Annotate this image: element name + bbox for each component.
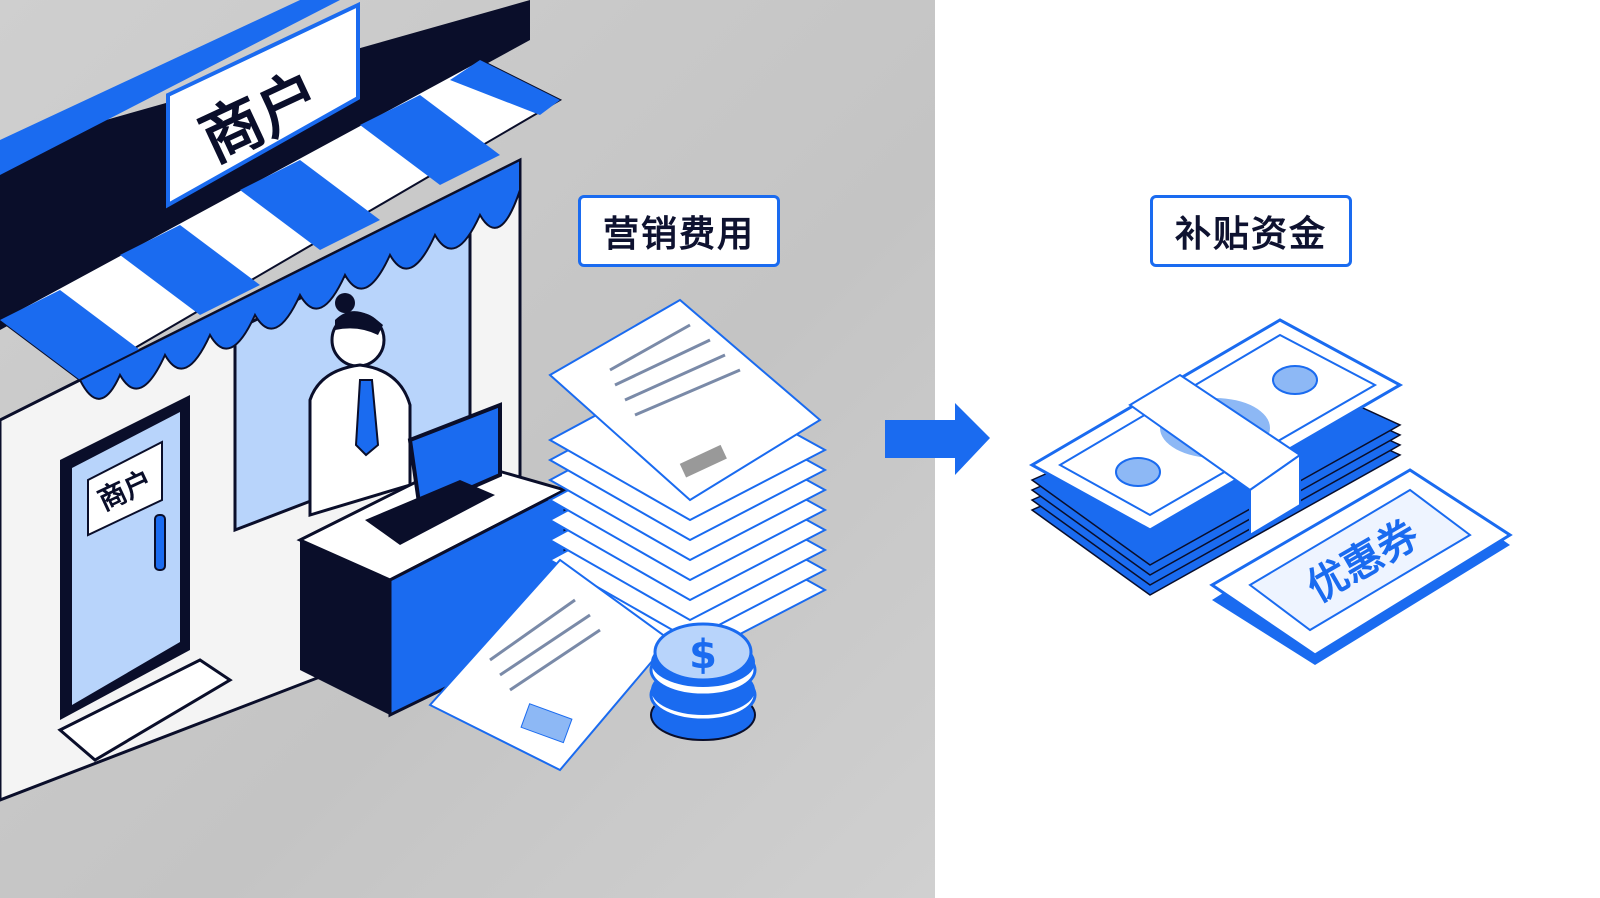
store-sign: 商户 (166, 1, 360, 209)
coupon-icon: 优惠券 (1209, 468, 1513, 665)
arrow-right-icon (885, 403, 990, 475)
subsidy-funds-label: 补贴资金 (1150, 195, 1352, 267)
door: 商户 (57, 395, 233, 762)
document-stack-icon (428, 298, 828, 772)
storefront: 商户 商户 (0, 0, 570, 802)
marketing-cost-label: 营销费用 (578, 195, 780, 267)
coin-stack-icon: $ (649, 622, 757, 741)
cashier-person (308, 293, 412, 518)
banknote-stack-icon (1028, 318, 1404, 596)
coin-symbol: $ (689, 632, 717, 678)
counter (296, 402, 570, 718)
awning (0, 58, 563, 400)
